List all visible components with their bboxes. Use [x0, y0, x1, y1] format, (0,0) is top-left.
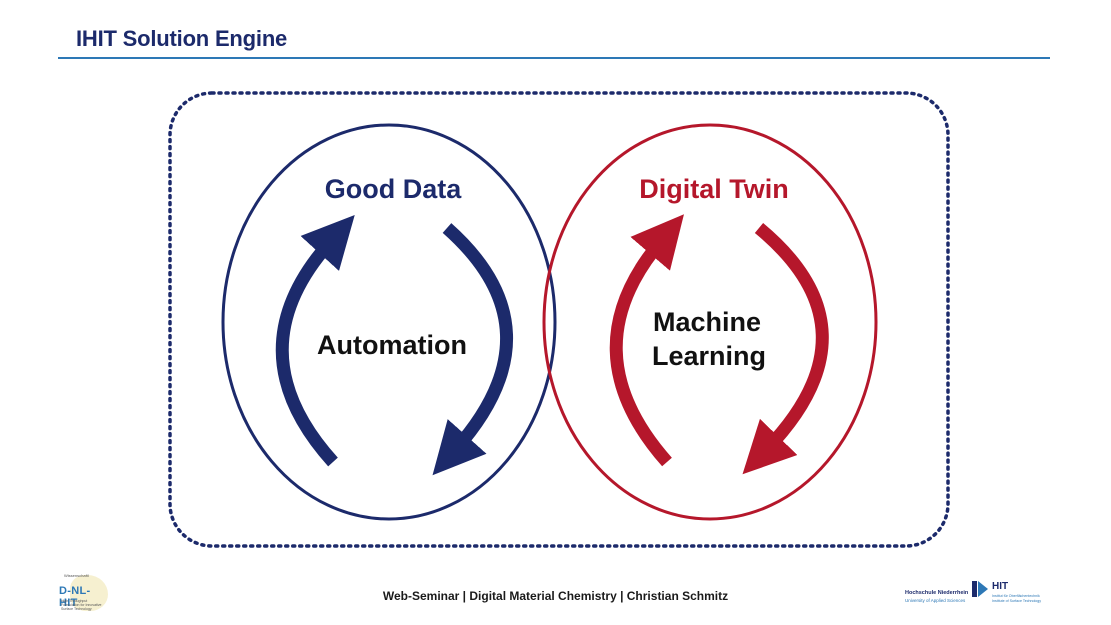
machine-learning-arrow-right — [742, 222, 829, 475]
institute-name: Institut für Oberflächentechnik Institut… — [992, 594, 1052, 603]
title-divider — [58, 57, 1050, 59]
machine-learning-arrow-left — [609, 214, 684, 467]
hit-mark-text: HIT — [992, 581, 1009, 592]
hit-logo: Hochschule Niederrhein University of App… — [905, 578, 1055, 612]
learning-label: Learning — [652, 341, 766, 371]
good-data-label: Good Data — [325, 174, 462, 204]
dotted-frame — [168, 91, 950, 548]
dnl-hit-logo: Wissenschaftl D-NL-HIT High-Throughput F… — [56, 573, 108, 613]
machine-label: Machine — [653, 307, 761, 337]
map-shape — [70, 575, 108, 611]
automation-arrow-right — [432, 223, 514, 476]
automation-arrow-left — [275, 214, 355, 467]
good-data-ellipse — [221, 123, 557, 521]
footer-text: Web-Seminar | Digital Material Chemistry… — [382, 589, 729, 603]
school-subtitle: University of Applied Sciences — [905, 598, 966, 603]
logo-mark: D-NL-HIT — [59, 585, 91, 609]
institute-en: Institute of Surface Technology — [992, 598, 1042, 603]
institute-de: Institut für Oberflächentechnik — [992, 594, 1040, 598]
digital-twin-ellipse — [542, 123, 878, 521]
school-name: Hochschule Niederrhein — [905, 590, 969, 596]
digital-twin-label: Digital Twin — [639, 174, 789, 204]
page-title: IHIT Solution Engine — [76, 26, 288, 51]
logo-tagline: High-Throughput Formulation for Innovati… — [61, 599, 102, 611]
hit-mark-icon — [972, 581, 988, 597]
automation-label: Automation — [317, 330, 467, 360]
logo-subtitle: Wissenschaftl — [64, 573, 89, 578]
